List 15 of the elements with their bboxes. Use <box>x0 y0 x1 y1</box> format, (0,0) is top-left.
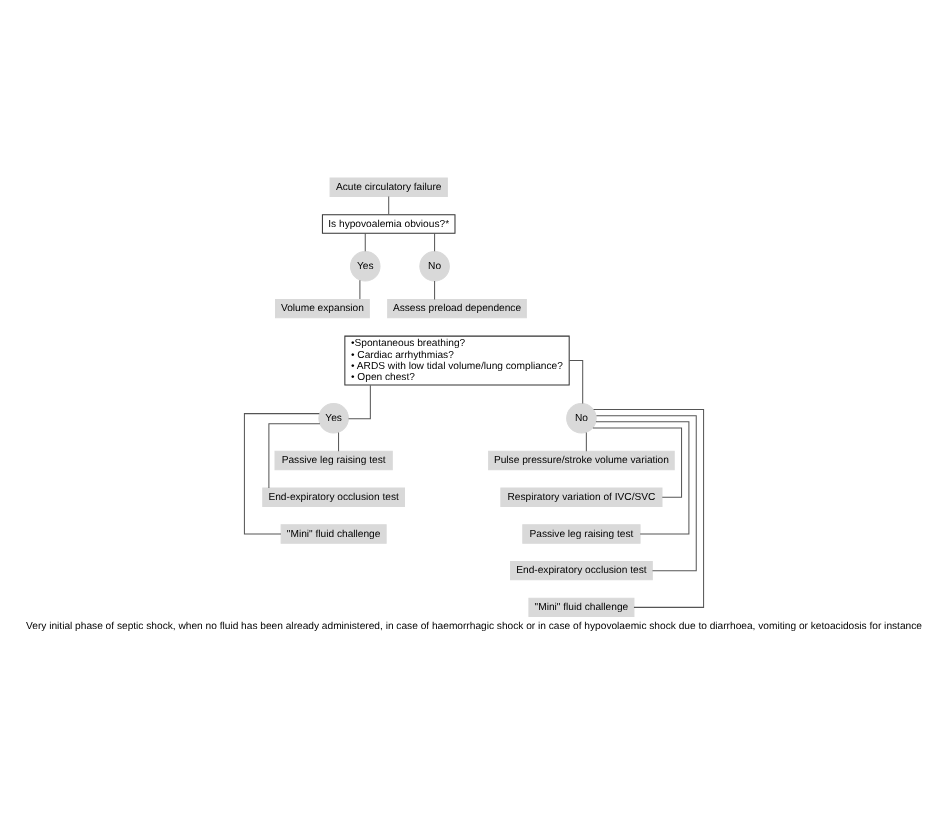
connector <box>595 415 697 572</box>
connector <box>593 409 705 608</box>
connector <box>338 432 340 452</box>
connector <box>568 360 584 404</box>
connector <box>585 432 587 452</box>
connector <box>364 232 366 252</box>
connector <box>243 413 320 535</box>
connector <box>348 384 371 420</box>
connector <box>434 232 436 252</box>
connector <box>388 196 390 215</box>
connector <box>595 421 690 535</box>
connector <box>268 423 321 489</box>
connector <box>434 280 436 300</box>
connector <box>592 427 683 498</box>
connector <box>359 279 361 300</box>
